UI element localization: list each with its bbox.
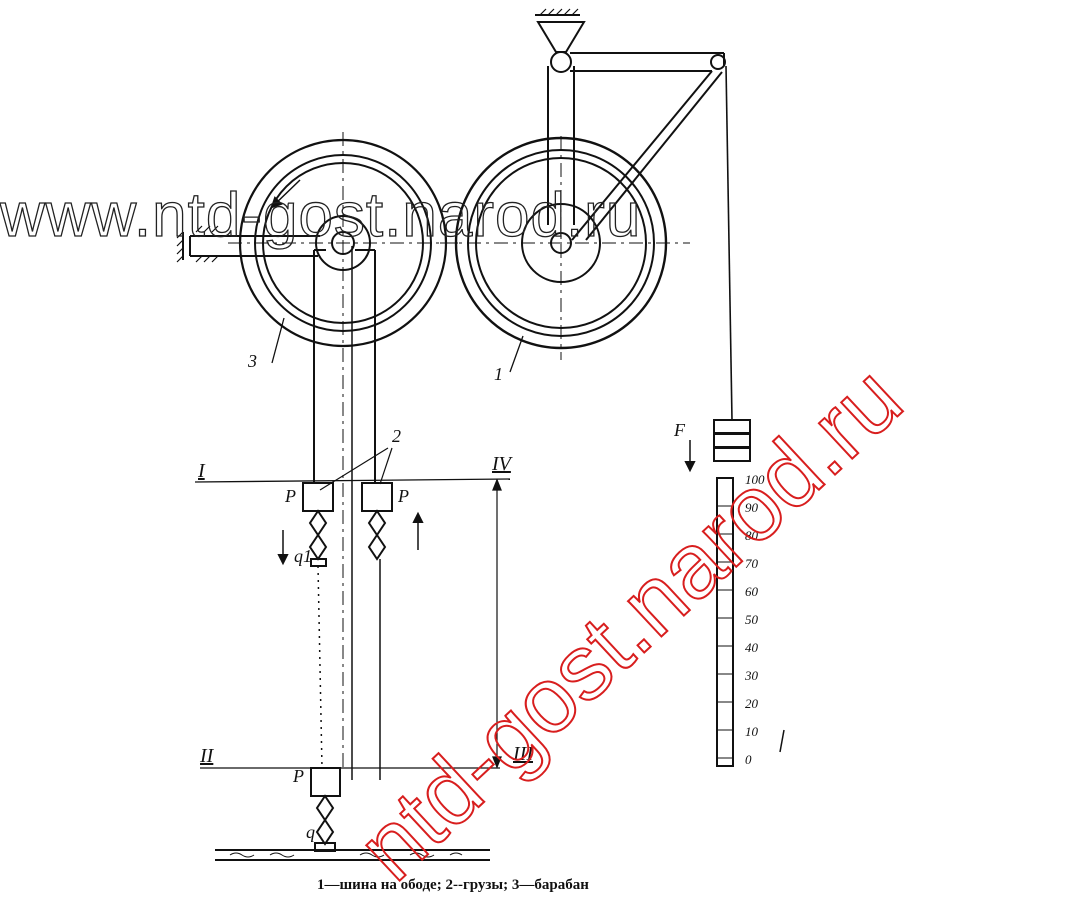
label-q: q (306, 822, 315, 842)
scale-tick-label: 0 (745, 752, 752, 767)
scale-tick-label: 70 (745, 556, 759, 571)
labels: 3 1 2 F P P q1 P q I II III IV (197, 351, 686, 842)
scale-tick-label: 30 (744, 668, 759, 683)
scale-tick-label: 80 (745, 528, 759, 543)
straps (313, 249, 376, 483)
hanging-lines (317, 246, 381, 780)
force-weights (684, 419, 751, 473)
watermarks: www.ntd-gost.narod.ru ntd-gost.narod.ru (0, 180, 922, 900)
label-level-4: IV (491, 453, 514, 475)
scale-tick-label: 40 (745, 640, 759, 655)
label-q1: q1 (294, 546, 312, 566)
loads-upper (277, 447, 424, 567)
figure-caption: 1—шина на ободе; 2--грузы; 3—барабан (317, 877, 589, 893)
scale-tick-label: 10 (745, 724, 759, 739)
label-tire-1: 1 (494, 364, 503, 384)
label-level-2: II (199, 745, 215, 767)
label-weights-2: 2 (392, 426, 401, 446)
scale-tick-label: 100 (745, 472, 765, 487)
scale-tick-label: 90 (745, 500, 759, 515)
label-level-3: III (512, 743, 534, 765)
tire-wheel-1 (440, 136, 690, 360)
drum-3 (176, 132, 460, 770)
scale-tick-label: 20 (745, 696, 759, 711)
scale-tick-label: 60 (745, 584, 759, 599)
scale-tick-label: 50 (745, 612, 759, 627)
watermark-horizontal: www.ntd-gost.narod.ru (0, 181, 641, 250)
label-force-f: F (673, 420, 686, 440)
label-p-right: P (397, 486, 409, 506)
load-lower (215, 767, 490, 861)
level-lines (194, 478, 511, 769)
label-drum-3: 3 (247, 351, 257, 371)
label-p-left: P (284, 486, 296, 506)
scale-bar (716, 477, 785, 767)
label-level-1: I (197, 460, 206, 482)
label-p-lower: P (292, 766, 304, 786)
watermark-diagonal: ntd-gost.narod.ru (339, 347, 921, 899)
lever-frame (535, 8, 733, 421)
